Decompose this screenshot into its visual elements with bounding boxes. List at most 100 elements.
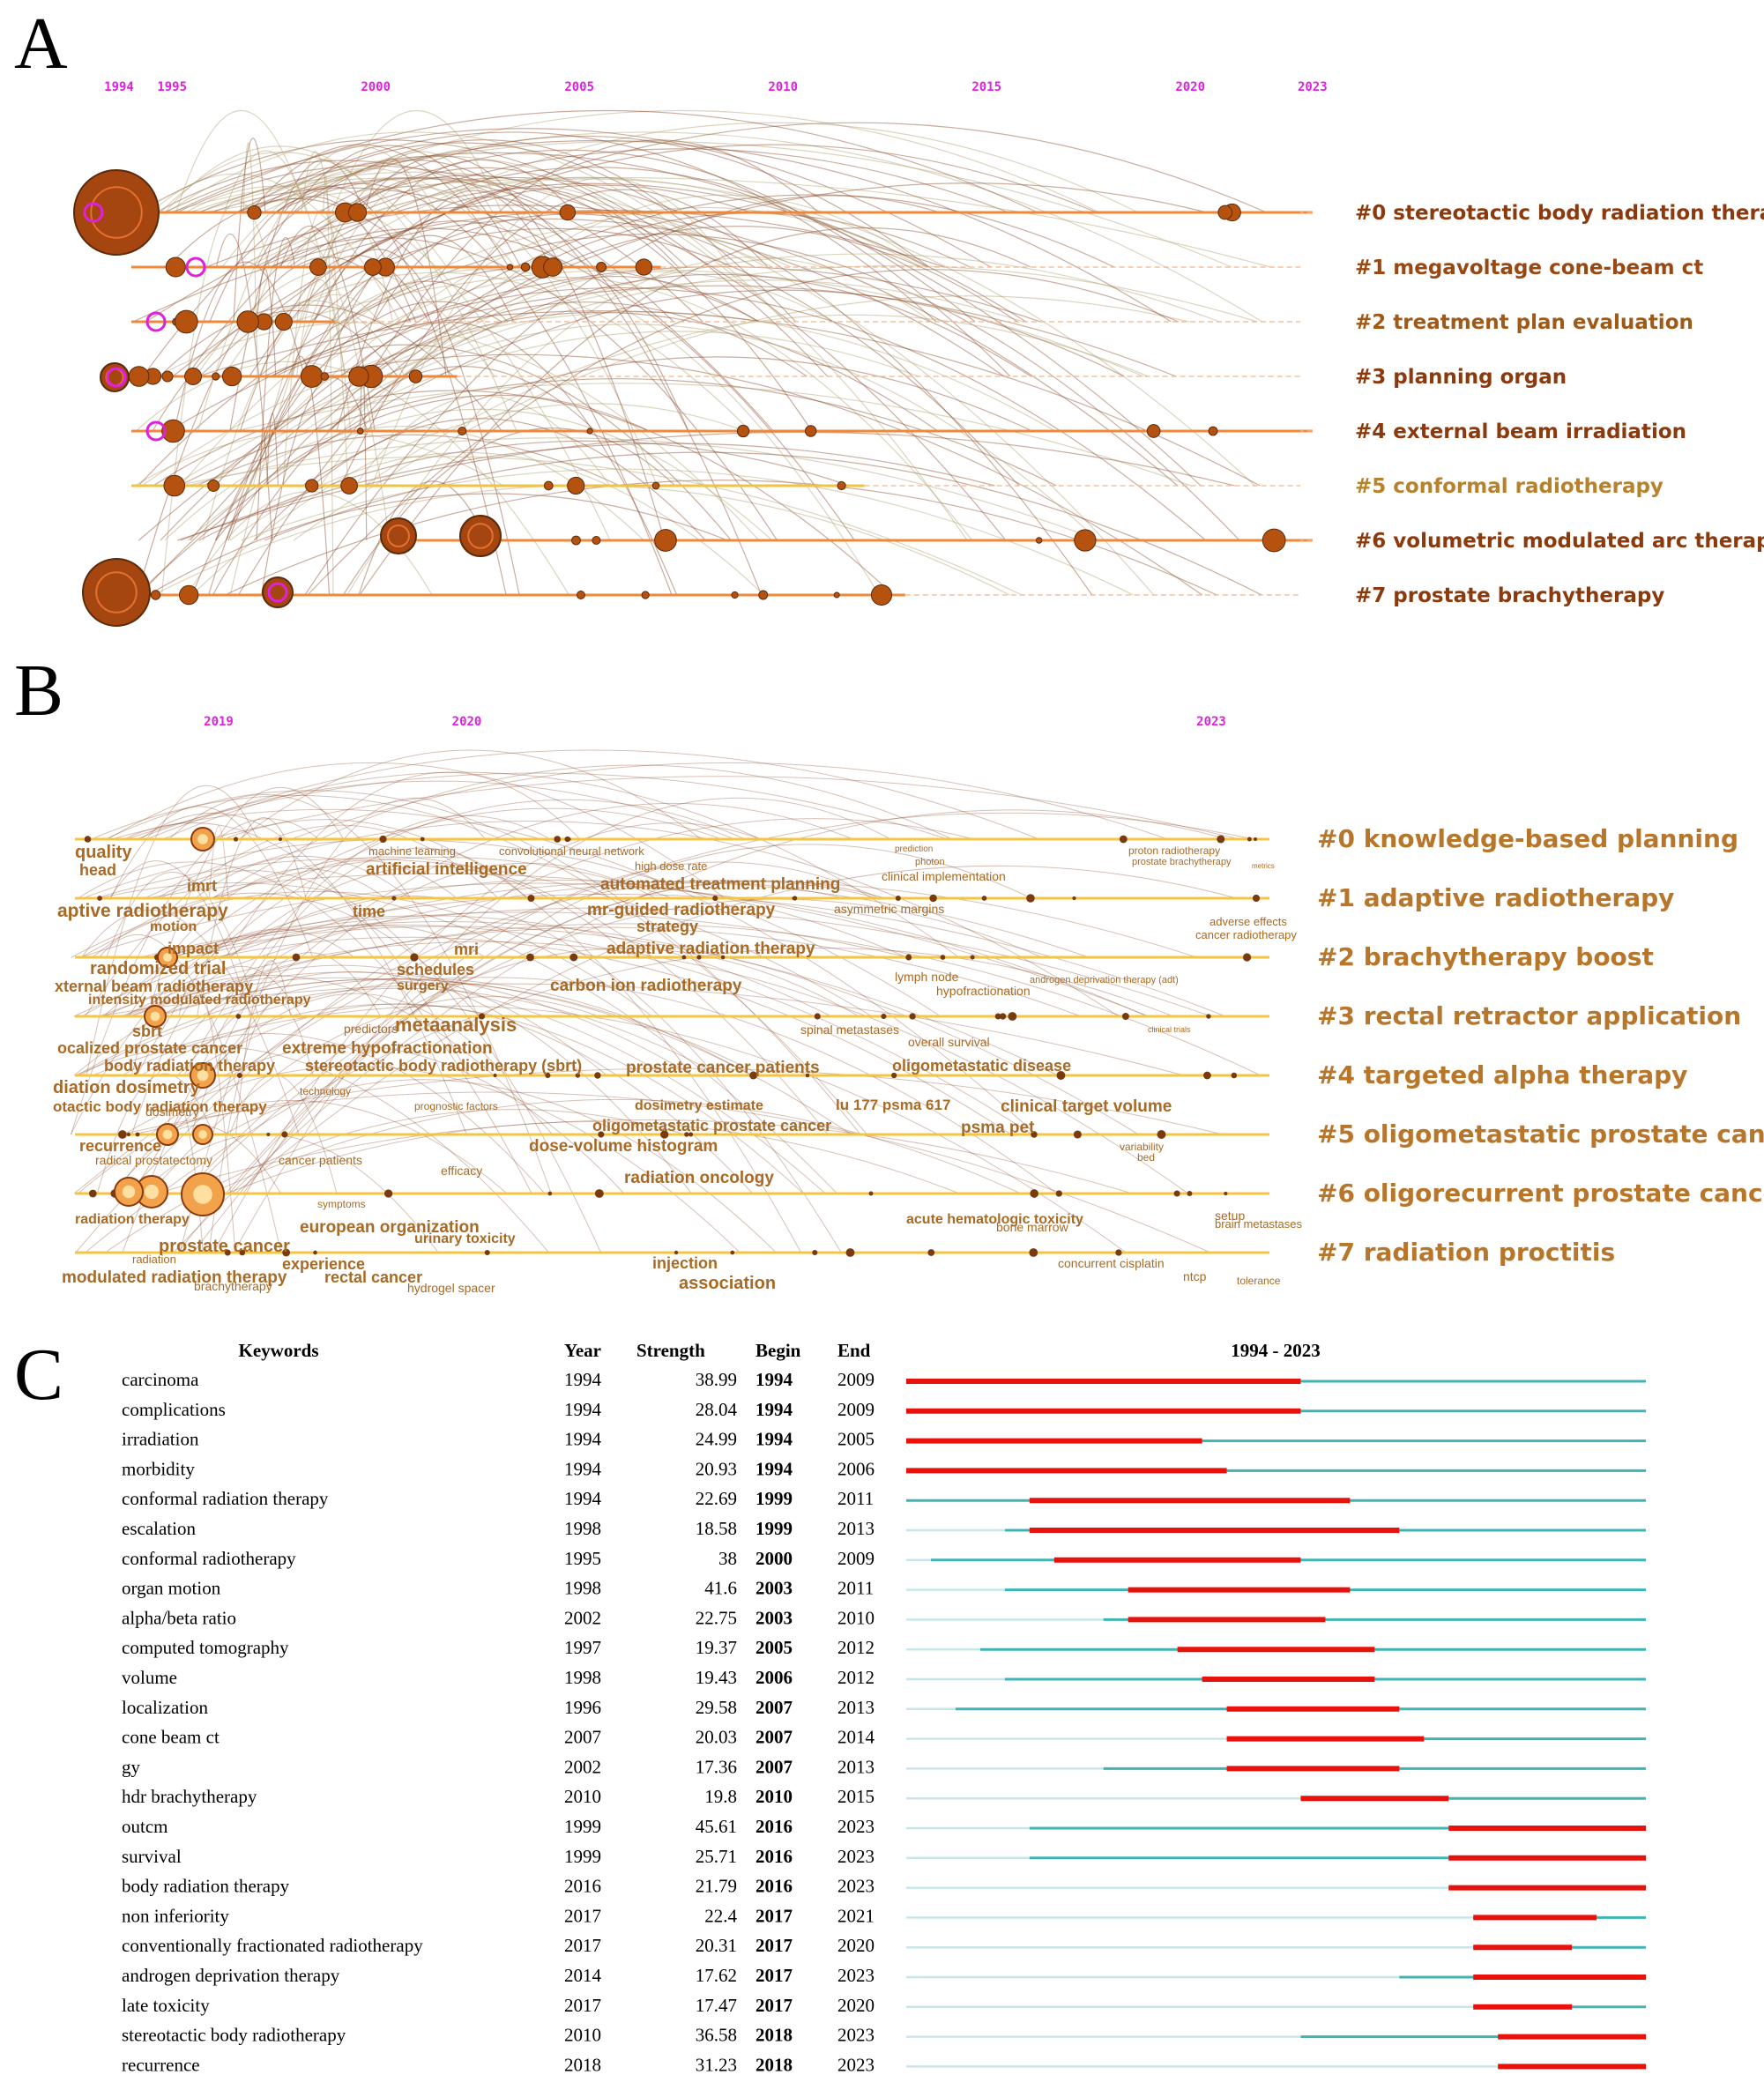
keyword-label: efficacy: [441, 1164, 482, 1178]
year-label: 2015: [971, 80, 1001, 94]
citation-arc: [264, 451, 1262, 596]
keyword-label: randomized trial: [90, 959, 226, 978]
citation-arc: [227, 896, 842, 1253]
publication-node: [1217, 205, 1233, 220]
node-core: [197, 1069, 209, 1082]
citation-arc: [346, 257, 932, 596]
citation-arc: [103, 807, 722, 1017]
keyword-node: [1115, 1249, 1122, 1256]
citation-arc: [129, 923, 1262, 1076]
strength-cell: 25.71: [696, 1846, 737, 1867]
citation-arc: [139, 812, 467, 1135]
citation-arc: [337, 122, 1267, 268]
citation-arc: [159, 821, 1120, 1017]
keyword-label: symptoms: [317, 1198, 366, 1210]
publication-node: [1035, 537, 1043, 544]
keyword-label: metrics: [1252, 862, 1275, 870]
citation-arc: [348, 311, 939, 432]
citation-arc: [73, 881, 1090, 1017]
year-cell: 2007: [564, 1727, 601, 1748]
begin-cell: 2007: [755, 1756, 793, 1777]
citation-arc: [156, 870, 602, 1253]
publication-node: [128, 366, 150, 387]
begin-cell: 2017: [755, 1995, 793, 2016]
end-cell: 2012: [837, 1667, 875, 1688]
keyword-label: recurrence: [79, 1137, 161, 1155]
keyword-label: intensity modulated radiotherapy: [88, 993, 311, 1008]
keyword-node: [905, 954, 912, 961]
citation-arc: [215, 212, 971, 541]
citation-arc: [139, 1134, 439, 1253]
citation-arc: [301, 356, 1033, 487]
citation-arc: [239, 255, 430, 432]
keyword-node: [1119, 835, 1128, 844]
citation-arc: [190, 907, 1211, 1017]
keyword-label: experience: [282, 1255, 365, 1273]
keyword-label: quality: [75, 843, 132, 862]
keyword-node: [730, 1250, 735, 1255]
citation-arc: [75, 818, 974, 1253]
citation-arc: [147, 493, 728, 596]
citation-arc: [230, 866, 632, 958]
keyword-node: [1032, 1191, 1037, 1196]
citation-arc: [363, 279, 1024, 377]
keyword-label: automated treatment planning: [600, 875, 840, 894]
keyword-cell: body radiation therapy: [122, 1876, 290, 1897]
citation-arc: [256, 268, 277, 377]
keyword-label: ntcp: [1183, 1269, 1207, 1283]
strength-cell: 20.93: [696, 1458, 737, 1479]
citation-arc: [359, 227, 1031, 596]
year-label: 1994: [104, 80, 134, 94]
keyword-label: xternal beam radiotherapy: [55, 978, 253, 995]
keyword-node: [97, 896, 102, 901]
citation-arc: [212, 764, 952, 899]
cluster-label: #2 brachytherapy boost: [1317, 942, 1654, 971]
publication-node: [221, 366, 242, 387]
keyword-label: photon: [915, 857, 945, 867]
keyword-cell: escalation: [122, 1518, 196, 1539]
keyword-node: [281, 1131, 288, 1138]
strength-cell: 38: [718, 1548, 737, 1569]
keyword-label: bed: [1137, 1151, 1155, 1164]
keyword-cell: non inferiority: [122, 1905, 229, 1926]
strength-cell: 18.58: [696, 1518, 737, 1539]
citation-arc: [163, 771, 959, 958]
keyword-cell: survival: [122, 1846, 182, 1867]
publication-node: [635, 258, 653, 276]
node-core: [197, 834, 208, 844]
keyword-label: body radiation therapy: [104, 1057, 275, 1075]
strength-cell: 41.6: [704, 1578, 737, 1599]
keyword-label: association: [679, 1274, 776, 1293]
citation-arc: [324, 219, 394, 323]
citation-arc: [136, 780, 735, 840]
keyword-label: setup: [1215, 1209, 1245, 1223]
citation-arc: [373, 215, 689, 432]
keyword-node: [981, 896, 987, 901]
keyword-label: machine learning: [368, 844, 456, 858]
keyword-node: [478, 1013, 486, 1020]
citation-arc: [156, 925, 487, 1076]
cluster-label: #4 targeted alpha therapy: [1317, 1060, 1687, 1090]
keyword-cell: hdr brachytherapy: [122, 1786, 257, 1807]
citation-arc: [340, 234, 1240, 541]
keyword-label: spinal metastases: [800, 1023, 899, 1037]
cluster-label: #5 oligometastatic prostate cancer: [1317, 1119, 1764, 1149]
keyword-label: androgen deprivation therapy (adt): [1030, 975, 1179, 985]
citation-arc: [121, 1091, 1211, 1253]
column-header: Keywords: [239, 1340, 319, 1361]
citation-arc: [263, 285, 1177, 377]
keyword-label: modulated radiation therapy: [62, 1268, 287, 1287]
keyword-node: [118, 1130, 127, 1139]
citation-arc: [212, 822, 762, 1253]
citation-arc: [99, 941, 1189, 1194]
end-cell: 2005: [837, 1429, 875, 1450]
keyword-label: dose-volume histogram: [529, 1137, 718, 1156]
publication-node: [758, 590, 769, 600]
citation-arc: [249, 144, 510, 268]
keyword-label: bone marrow: [996, 1220, 1069, 1234]
citation-arc: [197, 140, 1232, 268]
citation-arc: [223, 150, 346, 377]
column-header: End: [837, 1340, 871, 1361]
strength-cell: 19.37: [696, 1637, 737, 1658]
keyword-label: motion: [150, 919, 197, 934]
